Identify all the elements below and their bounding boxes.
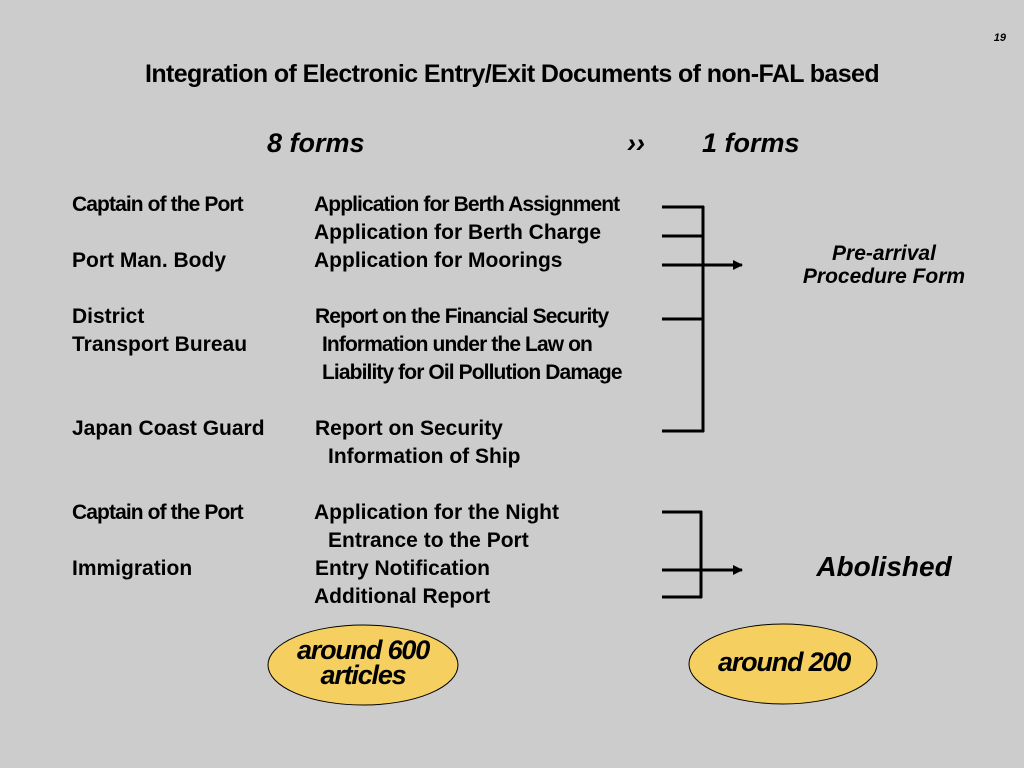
form-label: Entrance to the Port xyxy=(328,529,529,552)
before-count-label: around 600 articles xyxy=(268,635,458,690)
form-label: Report on Security xyxy=(315,417,503,440)
form-label: Liability for Oil Pollution Damage xyxy=(322,361,623,384)
after-count-ellipse xyxy=(688,623,878,705)
agency-label: Captain of the Port xyxy=(72,193,244,216)
agency-label: Immigration xyxy=(72,557,193,580)
agency-label: Captain of the Port xyxy=(72,501,244,524)
agency-label: Port Man. Body xyxy=(72,249,227,272)
upper-bracket xyxy=(662,205,705,433)
after-count-label: around 200 xyxy=(717,647,851,677)
agency-label: District xyxy=(72,305,145,328)
result-line: Procedure Form xyxy=(802,265,966,288)
transition-arrow-glyph: ›› xyxy=(627,128,645,158)
lower-bracket xyxy=(662,510,703,599)
agency-label: Japan Coast Guard xyxy=(72,417,265,440)
form-label: Application for Berth Charge xyxy=(314,221,602,244)
result-abolished: Abolished xyxy=(816,551,952,582)
form-label: Additional Report xyxy=(314,585,491,608)
form-label: Application for the Night xyxy=(314,501,559,524)
slide-title: Integration of Electronic Entry/Exit Doc… xyxy=(144,60,880,88)
form-label: Information of Ship xyxy=(328,445,521,468)
after-header: 1 forms xyxy=(702,128,800,158)
form-label: Application for Moorings xyxy=(314,249,563,272)
page-number: 19 xyxy=(993,32,1006,44)
result-pre-arrival-form: Pre-arrival Procedure Form xyxy=(764,242,1004,288)
before-count-ellipse xyxy=(267,624,459,706)
form-label: Report on the Financial Security xyxy=(315,305,609,328)
form-label: Application for Berth Assignment xyxy=(314,193,620,216)
count-line: around 600 xyxy=(296,635,430,665)
before-header: 8 forms xyxy=(267,128,365,158)
form-label: Information under the Law on xyxy=(322,333,593,356)
count-line: articles xyxy=(320,660,407,690)
form-label: Entry Notification xyxy=(315,557,491,580)
agency-label: Transport Bureau xyxy=(72,333,248,356)
result-line: Pre-arrival xyxy=(832,242,936,265)
